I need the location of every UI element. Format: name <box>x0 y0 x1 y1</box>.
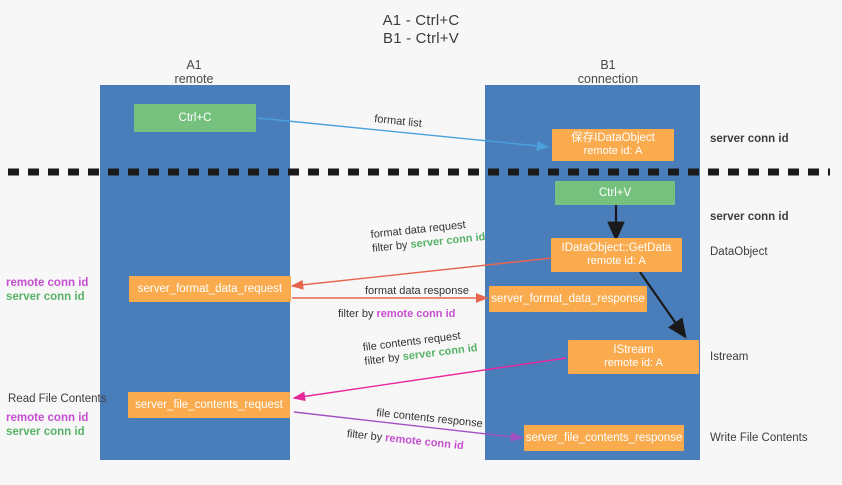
column-header-b1: B1 connection <box>518 58 698 86</box>
node-save-idataobject[interactable]: 保存IDataObject remote id: A <box>552 129 674 161</box>
edge-label-file-contents-response-line2: filter by remote conn id <box>346 427 481 455</box>
node-server-format-data-request[interactable]: server_format_data_request <box>129 276 291 302</box>
node-ctrl-c[interactable]: Ctrl+C <box>134 104 256 132</box>
edge-label-file-contents-response: file contents response filter by remote … <box>346 406 484 455</box>
edge-label-format-data-response-line2: filter by remote conn id <box>338 307 469 321</box>
right-label-server-conn-id-top: server conn id <box>710 133 789 145</box>
edge-label-file-contents-response-prefix: filter by <box>346 428 386 445</box>
node-server-format-data-response[interactable]: server_format_data_response <box>489 286 647 312</box>
edge-label-format-list: format list <box>373 112 423 130</box>
column-header-b1-name: B1 <box>600 58 616 72</box>
left-legend-bottom: remote conn id server conn id <box>6 411 88 439</box>
edge-label-format-data-response: format data response filter by remote co… <box>338 284 469 321</box>
node-idataobject-getdata-line2: remote id: A <box>587 255 646 267</box>
node-server-file-contents-response[interactable]: server_file_contents_response <box>524 425 684 451</box>
column-header-a1-name: A1 <box>186 58 202 72</box>
left-legend-bottom-remote: remote conn id <box>6 412 89 424</box>
left-legend-top-remote: remote conn id <box>6 277 89 289</box>
left-label-read-file-contents: Read File Contents <box>8 393 107 405</box>
node-istream-line2: remote id: A <box>604 357 663 369</box>
edge-label-format-data-response-key: remote conn id <box>376 308 456 320</box>
node-server-file-contents-request[interactable]: server_file_contents_request <box>128 392 290 418</box>
node-ctrl-v-label: Ctrl+V <box>598 186 632 199</box>
edge-label-format-data-request: format data request filter by server con… <box>370 216 486 256</box>
node-server-format-data-response-label: server_format_data_response <box>491 292 645 305</box>
column-header-b1-sub: connection <box>577 72 639 86</box>
edge-label-file-contents-response-key: remote conn id <box>384 432 465 453</box>
node-ctrl-v[interactable]: Ctrl+V <box>555 181 675 205</box>
page-title-line-2: B1 - Ctrl+V <box>383 30 459 47</box>
node-idataobject-getdata[interactable]: IDataObject::GetData remote id: A <box>551 238 682 272</box>
node-server-file-contents-request-label: server_file_contents_request <box>135 398 283 411</box>
right-label-dataobject: DataObject <box>710 246 768 258</box>
edge-label-format-data-response-line1: format data response <box>365 285 469 297</box>
left-legend-bottom-server: server conn id <box>6 426 85 438</box>
right-label-istream: Istream <box>710 351 749 363</box>
node-server-format-data-request-label: server_format_data_request <box>137 282 283 295</box>
node-save-idataobject-line1: 保存IDataObject <box>571 132 655 144</box>
column-header-a1: A1 remote <box>104 58 284 86</box>
node-istream[interactable]: IStream remote id: A <box>568 340 699 374</box>
page-title-line-1: A1 - Ctrl+C <box>382 12 460 29</box>
right-label-write-file-contents: Write File Contents <box>710 432 808 444</box>
right-label-server-conn-id-mid: server conn id <box>710 211 789 223</box>
edge-label-format-data-request-prefix: filter by <box>371 238 412 255</box>
edge-label-format-data-response-prefix: filter by <box>338 308 377 320</box>
node-idataobject-getdata-line1: IDataObject::GetData <box>561 242 672 254</box>
node-save-idataobject-line2: remote id: A <box>583 145 643 157</box>
node-ctrl-c-label: Ctrl+C <box>178 111 212 124</box>
node-server-file-contents-response-label: server_file_contents_response <box>525 431 683 444</box>
edge-label-file-contents-request: file contents request filter by server c… <box>362 327 478 369</box>
node-istream-line1: IStream <box>613 344 654 356</box>
column-header-a1-sub: remote <box>174 72 214 86</box>
left-legend-top: remote conn id server conn id <box>6 276 88 304</box>
edge-label-file-contents-request-prefix: filter by <box>363 351 404 368</box>
left-legend-top-server: server conn id <box>6 291 85 303</box>
edge-label-file-contents-response-line1: file contents response <box>375 406 484 431</box>
